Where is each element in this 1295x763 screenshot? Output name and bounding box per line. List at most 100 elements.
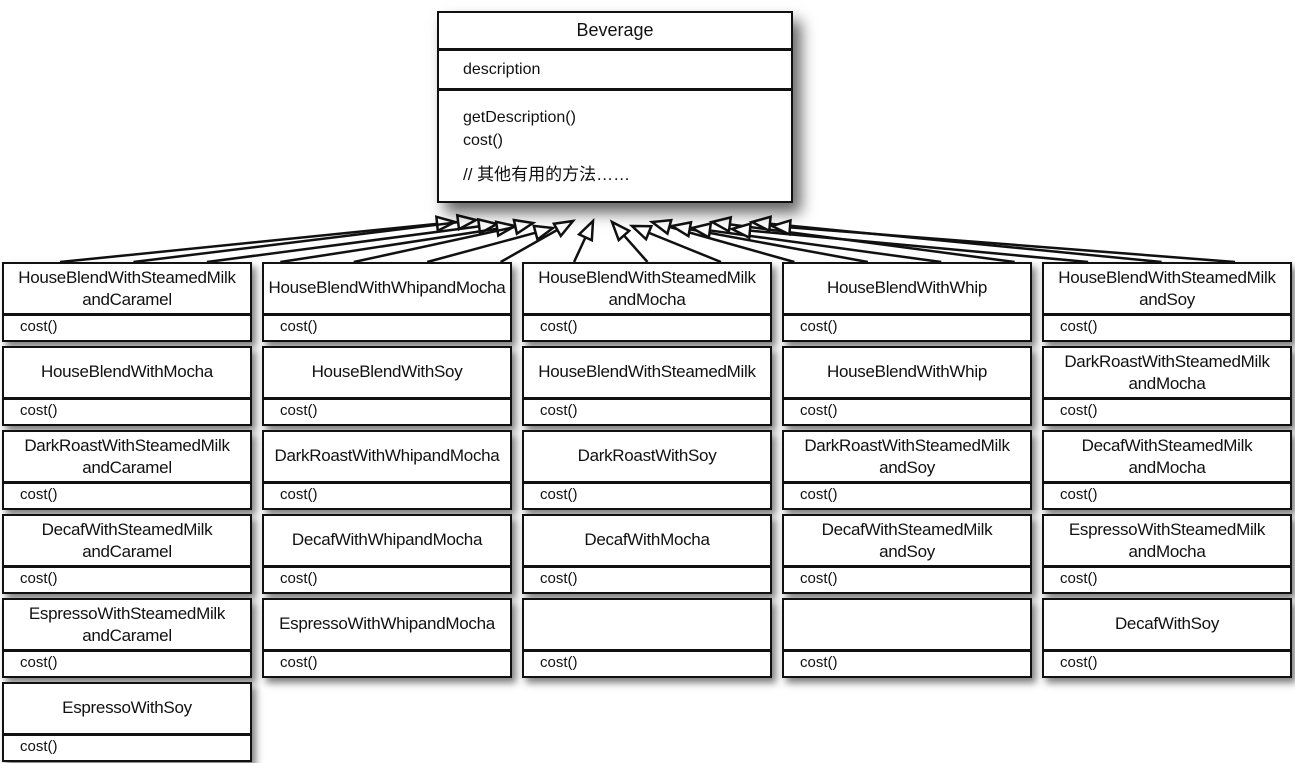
- subclass-name: [524, 600, 770, 652]
- subclass-name-line: andCaramel: [82, 626, 172, 645]
- subclass-name-line: HouseBlendWithWhip: [827, 278, 987, 297]
- method-cost: cost(): [1060, 654, 1098, 671]
- inheritance-line: [280, 227, 498, 264]
- subclass-name-line: DarkRoastWithSteamedMilk: [1064, 352, 1270, 371]
- method-cost: cost(): [540, 570, 578, 587]
- subclass-name-line: DecafWithSoy: [1114, 614, 1220, 633]
- subclass-name-line: HouseBlendWithWhipandMocha: [268, 278, 506, 297]
- subclass-name-line: andMocha: [1128, 542, 1206, 561]
- subclass-box[interactable]: EspressoWithSoy cost(): [2, 682, 252, 762]
- subclass-name: HouseBlendWithMocha: [4, 348, 250, 400]
- inheritance-line: [353, 225, 516, 264]
- subclass-box[interactable]: DecafWithSoy cost(): [1042, 598, 1292, 678]
- subclass-name-line: HouseBlendWithSoy: [311, 362, 463, 381]
- subclass-name-line: HouseBlendWithSteamedMilk: [1058, 268, 1276, 287]
- method-cost: cost(): [800, 402, 838, 419]
- subclass-name: HouseBlendWithSteamedMilk andSoy: [1044, 264, 1290, 316]
- subclass-name-line: andSoy: [879, 458, 935, 477]
- subclass-name-line: DarkRoastWithSteamedMilk: [24, 436, 230, 455]
- method-cost: cost(): [463, 132, 503, 149]
- method-cost: cost(): [20, 402, 58, 419]
- subclass-box[interactable]: HouseBlendWithSoy cost(): [262, 346, 512, 426]
- beverage-comment: // 其他有用的方法……: [463, 165, 631, 184]
- inheritance-arrowhead-icon: [728, 221, 752, 240]
- inheritance-arrowhead-icon: [688, 221, 713, 240]
- subclass-name-line: DecafWithSteamedMilk: [1081, 436, 1253, 455]
- subclass-name-line: andSoy: [1139, 290, 1195, 309]
- subclass-name: [784, 600, 1030, 652]
- method-cost: cost(): [540, 318, 578, 335]
- method-cost: cost(): [280, 570, 318, 587]
- subclass-name: HouseBlendWithSteamedMilk: [524, 348, 770, 400]
- subclass-name: EspressoWithSteamedMilk andMocha: [1044, 516, 1290, 568]
- inheritance-arrowhead-icon: [455, 213, 480, 232]
- subclass-name-line: DarkRoastWithSoy: [577, 446, 717, 465]
- beverage-class-box[interactable]: Beverage description getDescription() co…: [437, 11, 793, 203]
- method-cost: cost(): [1060, 402, 1098, 419]
- subclass-name: DarkRoastWithSteamedMilk andSoy: [784, 432, 1030, 484]
- inheritance-line: [648, 231, 722, 264]
- subclass-name: DecafWithSoy: [1044, 600, 1290, 652]
- method-cost: cost(): [1060, 570, 1098, 587]
- subclass-name-line: andCaramel: [82, 290, 172, 309]
- subclass-name-line: EspressoWithWhipandMocha: [279, 614, 495, 633]
- subclass-name-line: DecafWithSteamedMilk: [821, 520, 993, 539]
- subclass-name: EspressoWithSoy: [4, 684, 250, 736]
- subclass-name-line: EspressoWithSoy: [62, 698, 192, 717]
- method-cost: cost(): [20, 738, 58, 755]
- subclass-name: HouseBlendWithWhip: [784, 348, 1030, 400]
- method-cost: cost(): [20, 570, 58, 587]
- inheritance-arrowhead-icon: [609, 219, 632, 243]
- method-cost: cost(): [20, 486, 58, 503]
- beverage-attribute: description: [439, 51, 791, 91]
- method-cost: cost(): [20, 318, 58, 335]
- subclass-name-line: HouseBlendWithSteamedMilk: [18, 268, 236, 287]
- subclass-name-line: DecafWithSteamedMilk: [41, 520, 213, 539]
- subclass-box[interactable]: cost(): [522, 598, 772, 678]
- inheritance-arrowhead-icon: [551, 219, 577, 239]
- subclass-name-line: DarkRoastWithSteamedMilk: [804, 436, 1010, 455]
- method-cost: cost(): [540, 654, 578, 671]
- method-cost: cost(): [280, 318, 318, 335]
- method-cost: cost(): [280, 402, 318, 419]
- subclass-box[interactable]: cost(): [782, 598, 1032, 678]
- subclass-name: EspressoWithWhipandMocha: [264, 600, 510, 652]
- subclass-name: DarkRoastWithSoy: [524, 432, 770, 484]
- subclass-name: DarkRoastWithWhipandMocha: [264, 432, 510, 484]
- subclass-box[interactable]: HouseBlendWithMocha cost(): [2, 346, 252, 426]
- subclass-box[interactable]: EspressoWithSteamedMilk andMocha cost(): [1042, 514, 1292, 594]
- subclass-name-line: andMocha: [608, 290, 686, 309]
- subclass-name: DecafWithSteamedMilk andMocha: [1044, 432, 1290, 484]
- subclass-box[interactable]: HouseBlendWithSteamedMilk andCaramel cost(…: [2, 262, 252, 342]
- inheritance-line: [133, 220, 459, 264]
- subclass-name-line: andMocha: [1128, 458, 1206, 477]
- method-cost: cost(): [800, 570, 838, 587]
- subclass-box[interactable]: HouseBlendWithWhip cost(): [782, 346, 1032, 426]
- subclass-name-line: EspressoWithSteamedMilk: [1068, 520, 1266, 539]
- subclass-box[interactable]: HouseBlendWithWhipandMocha cost(): [262, 262, 512, 342]
- inheritance-line: [623, 234, 649, 263]
- subclass-name: HouseBlendWithSoy: [264, 348, 510, 400]
- inheritance-arrowhead-icon: [512, 218, 537, 236]
